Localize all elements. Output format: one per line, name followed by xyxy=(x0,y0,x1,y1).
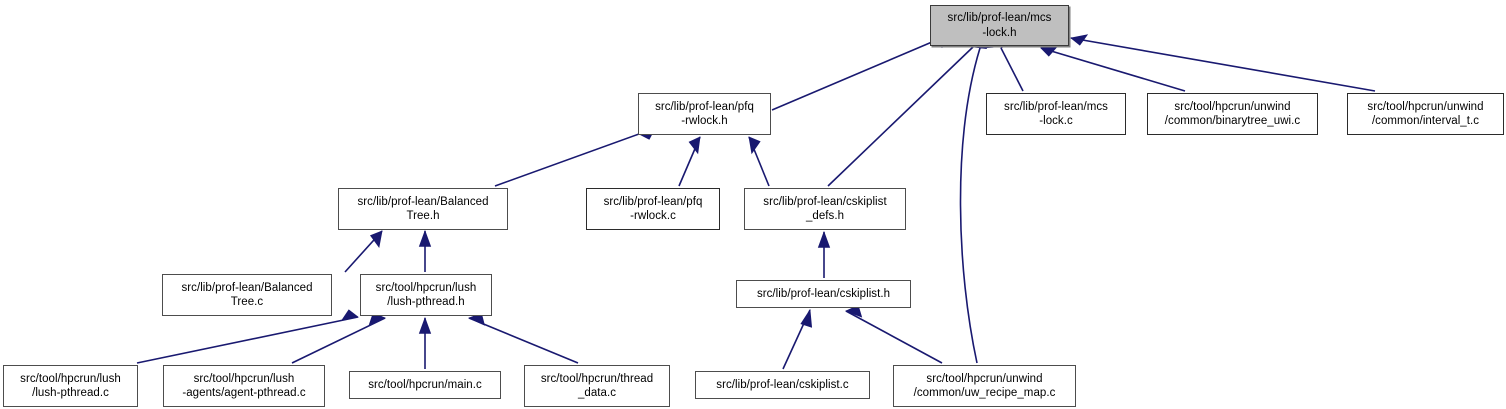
graph-node-label: src/lib/prof-lean/cskiplist _defs.h xyxy=(763,195,887,223)
edge-uw_recipe_map_c-to-cskiplist_h xyxy=(844,305,943,364)
graph-node-cskiplist_c[interactable]: src/lib/prof-lean/cskiplist.c xyxy=(695,371,870,399)
graph-node-label: src/lib/prof-lean/pfq -rwlock.c xyxy=(603,195,703,223)
edge-lush_pthread_h-to-balancedtree_h xyxy=(418,229,432,272)
graph-node-label: src/lib/prof-lean/mcs -lock.c xyxy=(1004,100,1108,128)
edge-interval_t_c-to-mcs_lock_h xyxy=(1070,34,1376,92)
edge-balancedtree_c-to-balancedtree_h xyxy=(344,230,383,273)
graph-node-label: src/tool/hpcrun/lush /lush-pthread.c xyxy=(20,372,121,400)
graph-node-label: src/tool/hpcrun/lush -agents/agent-pthre… xyxy=(182,372,306,400)
graph-node-lush_pthread_h[interactable]: src/tool/hpcrun/lush /lush-pthread.h xyxy=(360,274,492,316)
graph-node-label: src/tool/hpcrun/lush /lush-pthread.h xyxy=(375,281,477,309)
graph-node-thread_data_c[interactable]: src/tool/hpcrun/thread _data.c xyxy=(524,365,670,407)
graph-node-interval_t_c[interactable]: src/tool/hpcrun/unwind /common/interval_… xyxy=(1347,93,1504,135)
graph-node-agent_pthread_c[interactable]: src/tool/hpcrun/lush -agents/agent-pthre… xyxy=(163,365,325,407)
edge-cskiplist_defs_h-to-pfq_rwlock_h xyxy=(748,136,770,187)
graph-node-main_c[interactable]: src/tool/hpcrun/main.c xyxy=(349,371,501,399)
graph-node-label: src/tool/hpcrun/unwind /common/uw_recipe… xyxy=(913,372,1056,400)
graph-node-label: src/lib/prof-lean/mcs -lock.h xyxy=(947,12,1052,39)
graph-node-label: src/lib/prof-lean/Balanced Tree.h xyxy=(357,195,489,223)
graph-node-label: src/lib/prof-lean/pfq -rwlock.h xyxy=(655,100,754,128)
edge-cskiplist_c-to-cskiplist_h xyxy=(782,308,813,370)
edge-lush_pthread_c-to-lush_pthread_h xyxy=(136,309,359,364)
graph-node-binarytree_uwi_c[interactable]: src/tool/hpcrun/unwind /common/binarytre… xyxy=(1147,93,1318,135)
edge-thread_data_c-to-lush_pthread_h xyxy=(467,312,579,364)
edge-pfq_rwlock_h-to-mcs_lock_h xyxy=(771,36,949,111)
graph-node-mcs_lock_h[interactable]: src/lib/prof-lean/mcs -lock.h xyxy=(930,5,1069,46)
edge-binarytree_uwi_c-to-mcs_lock_h xyxy=(1040,45,1186,92)
edge-balancedtree_h-to-pfq_rwlock_h xyxy=(494,127,656,187)
graph-node-label: src/tool/hpcrun/unwind /common/binarytre… xyxy=(1164,100,1301,128)
graph-node-mcs_lock_c[interactable]: src/lib/prof-lean/mcs -lock.c xyxy=(986,93,1126,135)
edge-cskiplist_defs_h-to-mcs_lock_h xyxy=(827,35,987,187)
graph-node-label: src/lib/prof-lean/cskiplist.c xyxy=(716,378,849,391)
edge-uw_recipe_map_c-to-mcs_lock_h xyxy=(959,32,994,364)
edge-pfq_rwlock_c-to-pfq_rwlock_h xyxy=(678,136,701,187)
graph-node-balancedtree_c[interactable]: src/lib/prof-lean/Balanced Tree.c xyxy=(162,274,332,316)
graph-node-pfq_rwlock_h[interactable]: src/lib/prof-lean/pfq -rwlock.h xyxy=(638,93,771,135)
graph-node-balancedtree_h[interactable]: src/lib/prof-lean/Balanced Tree.h xyxy=(338,188,508,230)
graph-node-cskiplist_defs_h[interactable]: src/lib/prof-lean/cskiplist _defs.h xyxy=(744,188,906,230)
edge-cskiplist_h-to-cskiplist_defs_h xyxy=(817,230,831,278)
graph-node-uw_recipe_map_c[interactable]: src/tool/hpcrun/unwind /common/uw_recipe… xyxy=(893,365,1076,407)
graph-node-pfq_rwlock_c[interactable]: src/lib/prof-lean/pfq -rwlock.c xyxy=(586,188,720,230)
graph-node-label: src/lib/prof-lean/Balanced Tree.c xyxy=(181,281,313,309)
graph-node-lush_pthread_c[interactable]: src/tool/hpcrun/lush /lush-pthread.c xyxy=(3,365,138,407)
graph-node-label: src/tool/hpcrun/thread _data.c xyxy=(540,372,654,400)
edge-main_c-to-lush_pthread_h xyxy=(418,316,432,369)
graph-node-label: src/tool/hpcrun/unwind /common/interval_… xyxy=(1367,100,1484,128)
graph-node-label: src/tool/hpcrun/main.c xyxy=(368,378,482,391)
graph-node-cskiplist_h[interactable]: src/lib/prof-lean/cskiplist.h xyxy=(736,280,911,308)
graph-node-label: src/lib/prof-lean/cskiplist.h xyxy=(756,287,891,300)
